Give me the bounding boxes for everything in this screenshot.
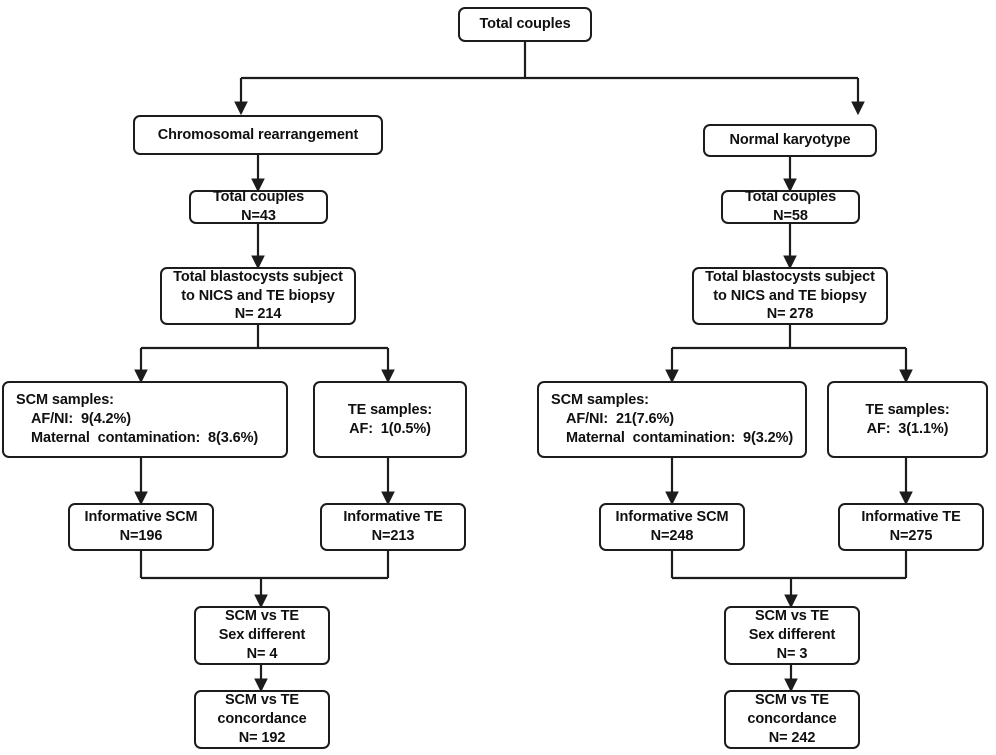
node-line-3: N= 192 (238, 729, 286, 746)
node-line-2: AF: 3(1.1%) (866, 420, 949, 437)
node-line-2: N=213 (371, 528, 415, 544)
node-label: Chromosomal rearrangement (157, 126, 359, 143)
node-line-1: Total blastocysts subject (705, 268, 875, 285)
node-total-couples-root[interactable]: Total couples (458, 7, 592, 42)
node-left-concordance[interactable]: SCM vs TE concordance N= 192 (194, 690, 330, 749)
node-line-2: Sex different (748, 627, 836, 644)
node-line-1: Total blastocysts subject (173, 268, 343, 285)
node-label: Normal karyotype (729, 132, 851, 149)
node-line-2: concordance (747, 711, 837, 728)
node-right-te-samples[interactable]: TE samples: AF: 3(1.1%) (827, 381, 988, 458)
node-line-1: SCM vs TE (224, 608, 300, 625)
node-line-3: Maternal contamination: 9(3.2%) (566, 429, 794, 446)
node-line-2: to NICS and TE biopsy (713, 287, 867, 304)
node-chromosomal-rearrangement[interactable]: Chromosomal rearrangement (133, 115, 383, 155)
node-line-1: Informative SCM (615, 509, 729, 526)
node-line-1: Total couples (744, 189, 837, 206)
node-normal-karyotype[interactable]: Normal karyotype (703, 124, 877, 157)
node-line-3: N= 278 (766, 306, 814, 323)
node-line-2: to NICS and TE biopsy (181, 287, 335, 304)
node-line-1: SCM vs TE (754, 692, 830, 709)
node-line-2: Sex different (218, 627, 306, 644)
node-line-2: N=248 (650, 528, 694, 544)
node-line-1: Informative SCM (84, 509, 198, 526)
node-line-3: N= 4 (246, 645, 278, 662)
node-line-1: SCM samples: (16, 392, 114, 409)
node-line-3: N= 242 (768, 729, 816, 746)
node-line-1: SCM samples: (551, 392, 649, 409)
node-right-informative-te[interactable]: Informative TE N=275 (838, 503, 984, 551)
node-line-3: Maternal contamination: 8(3.6%) (31, 429, 259, 446)
node-line-2: N=275 (889, 528, 933, 544)
node-line-1: SCM vs TE (224, 692, 300, 709)
node-left-total-couples[interactable]: Total couples N=43 (189, 189, 328, 224)
node-line-1: Informative TE (343, 509, 443, 526)
node-left-te-samples[interactable]: TE samples: AF: 1(0.5%) (313, 381, 467, 458)
node-right-informative-scm[interactable]: Informative SCM N=248 (599, 503, 745, 551)
node-right-total-couples[interactable]: Total couples N=58 (721, 189, 860, 224)
node-line-1: SCM vs TE (754, 608, 830, 625)
node-line-3: N= 3 (776, 645, 808, 662)
node-line-2: AF: 1(0.5%) (349, 420, 431, 437)
node-line-2: AF/NI: 9(4.2%) (31, 411, 132, 428)
node-right-sex-different[interactable]: SCM vs TE Sex different N= 3 (724, 606, 860, 665)
node-line-2: AF/NI: 21(7.6%) (566, 411, 674, 428)
node-label: Total couples (479, 16, 571, 33)
node-left-sex-different[interactable]: SCM vs TE Sex different N= 4 (194, 606, 330, 665)
node-line-2: N=196 (119, 528, 163, 544)
node-line-1: TE samples: (865, 401, 950, 418)
node-line-2: concordance (217, 711, 307, 728)
node-left-total-blastocysts[interactable]: Total blastocysts subject to NICS and TE… (160, 267, 356, 325)
node-left-scm-samples[interactable]: SCM samples: AF/NI: 9(4.2%) Maternal con… (2, 381, 288, 458)
node-right-total-blastocysts[interactable]: Total blastocysts subject to NICS and TE… (692, 267, 888, 325)
node-line-3: N= 214 (234, 306, 282, 323)
node-left-informative-scm[interactable]: Informative SCM N=196 (68, 503, 214, 551)
node-line-1: Informative TE (861, 509, 961, 526)
node-line-1: Total couples (212, 189, 305, 206)
node-right-scm-samples[interactable]: SCM samples: AF/NI: 21(7.6%) Maternal co… (537, 381, 807, 458)
node-left-informative-te[interactable]: Informative TE N=213 (320, 503, 466, 551)
node-line-2: N=43 (241, 208, 276, 224)
node-line-1: TE samples: (347, 401, 433, 418)
node-line-2: N=58 (773, 208, 808, 224)
node-right-concordance[interactable]: SCM vs TE concordance N= 242 (724, 690, 860, 749)
